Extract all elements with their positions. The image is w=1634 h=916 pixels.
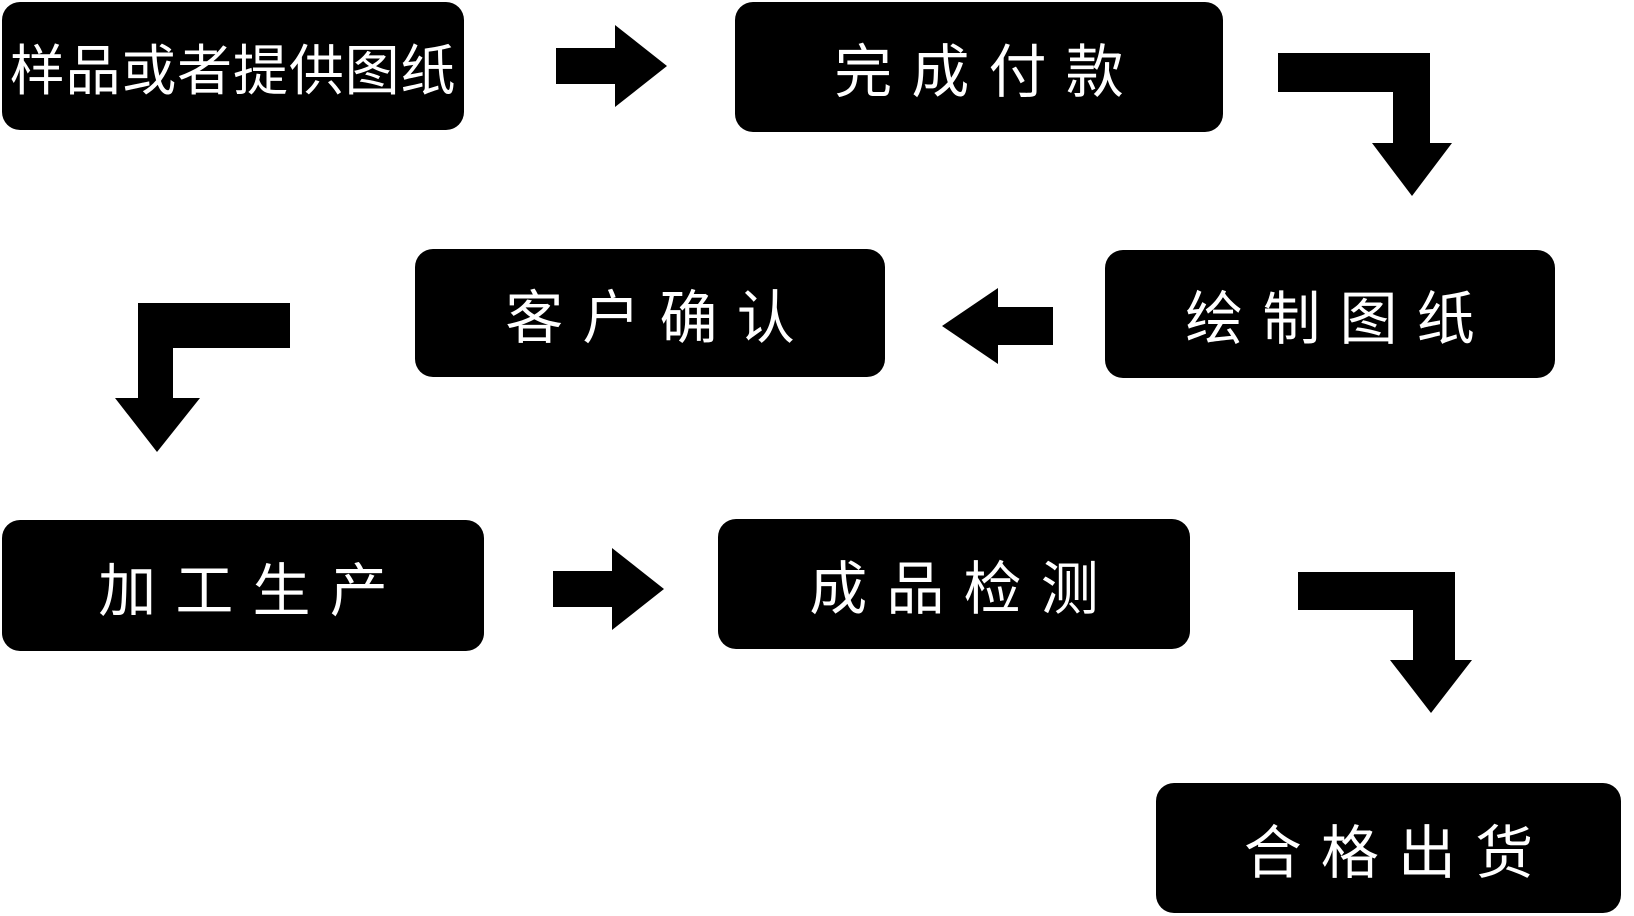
flow-node-qualified-shipment: 合格出货 xyxy=(1156,783,1621,913)
flow-node-complete-payment: 完成付款 xyxy=(735,2,1223,132)
elbow-down-arrow-icon xyxy=(1278,53,1452,196)
flow-node-processing-production: 加工生产 xyxy=(2,520,484,651)
arrow-payment-to-drawing xyxy=(1278,53,1452,196)
elbow-down-arrow-icon xyxy=(1298,572,1472,713)
flow-node-label: 加工生产 xyxy=(98,556,407,625)
flow-node-label: 绘制图纸 xyxy=(1185,285,1494,353)
flow-node-finished-product-inspection: 成品检测 xyxy=(718,519,1190,649)
flow-node-sample-or-provide-drawings: 样品或者提供图纸 xyxy=(2,2,464,130)
arrow-sample-to-payment xyxy=(556,25,667,107)
right-block-arrow-icon xyxy=(553,548,664,630)
elbow-down-arrow-icon xyxy=(115,303,290,452)
arrow-production-to-inspection xyxy=(553,548,664,630)
flow-node-label: 合格出货 xyxy=(1243,819,1553,887)
flow-node-draw-drawings: 绘制图纸 xyxy=(1105,250,1555,378)
flow-node-customer-confirmation: 客户确认 xyxy=(415,249,885,377)
flow-node-label: 客户确认 xyxy=(505,284,814,352)
arrow-confirmation-to-production xyxy=(115,303,290,452)
arrow-inspection-to-shipment xyxy=(1298,572,1472,713)
right-block-arrow-icon xyxy=(556,25,667,107)
flow-node-label: 成品检测 xyxy=(809,555,1118,623)
arrow-drawing-to-confirmation xyxy=(942,288,1053,364)
flow-node-label: 完成付款 xyxy=(834,38,1143,106)
flow-node-label: 样品或者提供图纸 xyxy=(9,39,457,103)
left-block-arrow-icon xyxy=(942,288,1053,364)
